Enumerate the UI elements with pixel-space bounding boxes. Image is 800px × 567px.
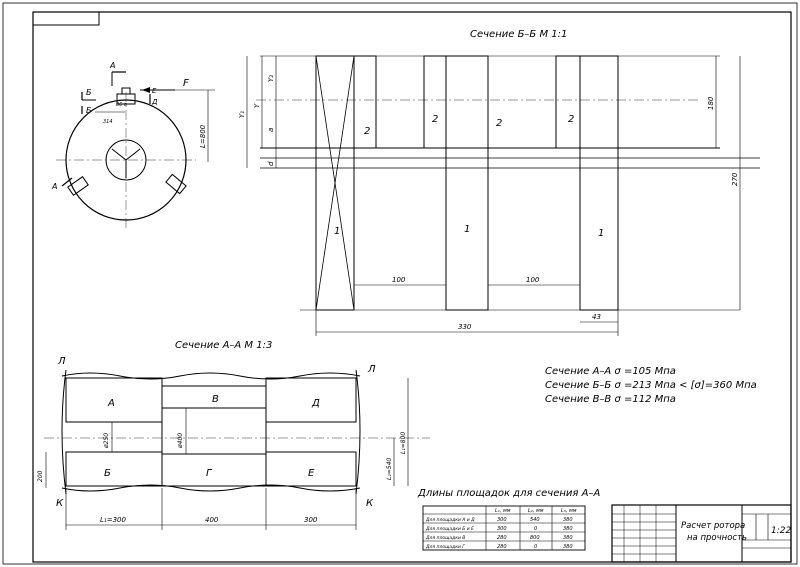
rotor-view: A Б Б E Д F A 314 86 в L=800 [51,61,215,228]
blade-region-6 [579,55,619,149]
mark-d: Д [151,98,158,106]
part-label: 2 [568,114,574,125]
dim-w300a: L₁=300 [100,516,126,524]
result-line: Сечение А–А σ =105 Mпа [545,366,676,377]
corner-k-right: К [366,498,374,509]
dim-d250: ø250 [103,433,110,449]
zone-e [265,451,357,487]
zone-b [65,451,163,487]
dim-y1: Y₁ [238,111,246,118]
dim-100b: 100 [526,276,540,284]
dim-d400: ø400 [177,433,184,449]
dim-a: a [267,128,275,132]
result-line: Сечение Б–Б σ =213 Mпа < [σ]=360 Mпа [545,380,757,391]
dim-100a: 100 [392,276,406,284]
part-label: 1 [464,224,470,235]
blade-region-5 [555,55,581,149]
table-header: L₃, мм [561,508,577,514]
zone-d [265,377,357,423]
dim-l540: L₂=540 [386,458,393,480]
dim-y2: Y₂ [267,75,275,82]
mark-a-top: A [109,61,115,70]
mark-a-left: A [51,182,57,191]
table-cell: 380 [563,544,573,550]
title-line1: Расчет ротора [681,521,745,531]
section-aa-title: Сечение А–А М 1:3 [175,340,272,351]
scale-value: 1:22 [771,526,791,536]
table-cell: Для площадки Г [425,544,465,550]
corner-k-left: К [56,498,64,509]
dim-314: 314 [103,119,113,125]
section-bb-title: Сечение Б–Б М 1:1 [470,29,567,40]
table-cell: 300 [497,526,507,532]
lengths-table: Длины площадок для сечения А–А L₁, мм L₂… [417,488,600,551]
blade-left [67,176,89,196]
zone-label: Б [104,468,111,479]
corner-stamp [32,11,100,26]
blade-right [165,173,187,195]
table-cell: Для площадки Б и Е [425,526,474,532]
table-cell: 800 [530,535,540,541]
table-cell: 280 [497,535,507,541]
mark-e: E [152,87,157,95]
dim-86: 86 в [116,102,127,108]
dim-180: 180 [707,96,715,110]
stress-results: Сечение А–А σ =105 Mпа Сечение Б–Б σ =21… [545,366,757,405]
dim-270: 270 [731,172,739,186]
dim-330: 330 [458,323,472,331]
table-cell: 380 [563,526,573,532]
section-aa: Сечение А–А М 1:3 А В Д Б Г Е Л Л К К ø2… [37,340,430,530]
table-cell: 0 [534,526,537,532]
dim-d: d [267,161,275,166]
table-cell: 540 [530,517,540,523]
zone-label: Г [206,468,213,479]
lengths-table-title: Длины площадок для сечения А–А [417,488,600,499]
zone-label: А [107,398,115,409]
table-header: L₂, мм [528,508,544,514]
zone-label: Д [311,398,320,409]
dim-w300b: 300 [304,516,318,524]
zone-label: В [212,394,219,405]
part-label: 1 [598,228,604,239]
title-block: Расчет ротора на прочность 1:22 [611,504,792,563]
zone-g [161,453,267,487]
dim-h200: 200 [37,470,44,482]
zone-label: Е [308,468,315,479]
table-header: L₁, мм [495,508,511,514]
section-bb: Сечение Б–Б М 1:1 2 2 2 2 1 1 1 100 100 [238,29,760,336]
dim-w400: 400 [205,516,219,524]
table-cell: 300 [497,517,507,523]
table-cell: Для площадки А и Д [425,517,475,523]
part-label: 2 [496,118,502,129]
mark-b1: Б [86,88,92,97]
dim-y: Y [253,103,261,108]
blade-region-1 [315,55,355,149]
table-cell: 0 [534,544,537,550]
table-cell: 280 [497,544,507,550]
result-line: Сечение В–В σ =112 Mпа [545,394,676,405]
inner-frame [32,11,792,563]
table-cell: 380 [563,535,573,541]
dim-l800: L₁=800 [400,432,407,454]
table-cell: 380 [563,517,573,523]
dim-l800-rotor: L=800 [199,124,207,148]
blade-region-4 [445,55,489,149]
corner-l-right: Л [367,364,376,375]
force-f-label: F [183,78,189,89]
part-label: 1 [334,226,340,237]
part-label: 2 [432,114,438,125]
dim-43: 43 [592,313,601,321]
title-line2: на прочность [687,533,747,543]
corner-l-left: Л [57,356,66,367]
table-cell: Для площадки В [425,535,465,541]
mark-b2: Б [86,106,92,115]
blade-region-3 [423,55,447,149]
part-label: 2 [364,126,370,137]
